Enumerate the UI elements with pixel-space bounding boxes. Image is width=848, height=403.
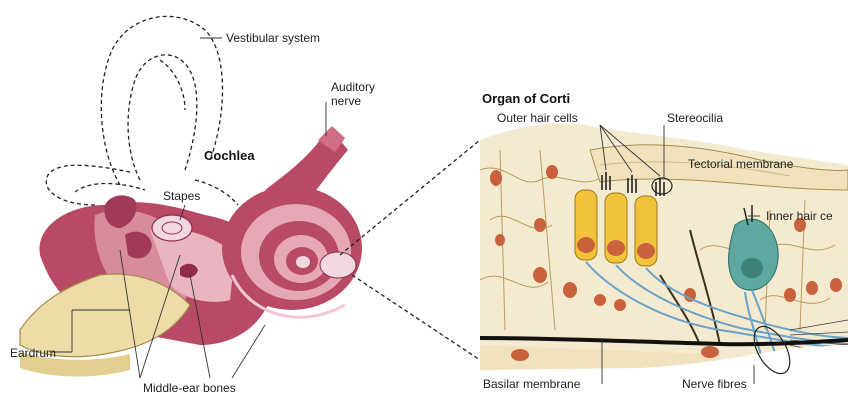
organ-of-corti-panel: Organ of Corti Outer hair cells Stereoci… [480, 91, 848, 391]
label-stapes: Stapes [163, 189, 200, 203]
label-eardrum: Eardrum [10, 346, 56, 360]
ear-anatomy-panel: Vestibular system Auditory nerve Cochlea… [10, 16, 480, 395]
eardrum-shape [20, 274, 190, 357]
label-organ-of-corti: Organ of Corti [482, 91, 570, 106]
label-stereocilia: Stereocilia [667, 111, 723, 125]
label-nerve-fibres: Nerve fibres [682, 377, 747, 391]
outer-hair-cells [575, 190, 657, 266]
label-inner-hair-cell: Inner hair ce [766, 209, 833, 223]
label-auditory-nerve-line1: Auditory [331, 80, 375, 94]
label-outer-hair-cells: Outer hair cells [497, 111, 578, 125]
label-auditory-nerve-line2: nerve [331, 94, 361, 108]
label-cochlea: Cochlea [204, 148, 255, 163]
label-basilar-membrane: Basilar membrane [483, 377, 581, 391]
vestibular-system-outline [46, 16, 238, 205]
label-tectorial-membrane: Tectorial membrane [688, 157, 794, 171]
label-vestibular-system: Vestibular system [226, 31, 320, 45]
zoom-guide-lower [352, 275, 480, 360]
label-middle-ear-bones: Middle-ear bones [143, 381, 236, 395]
